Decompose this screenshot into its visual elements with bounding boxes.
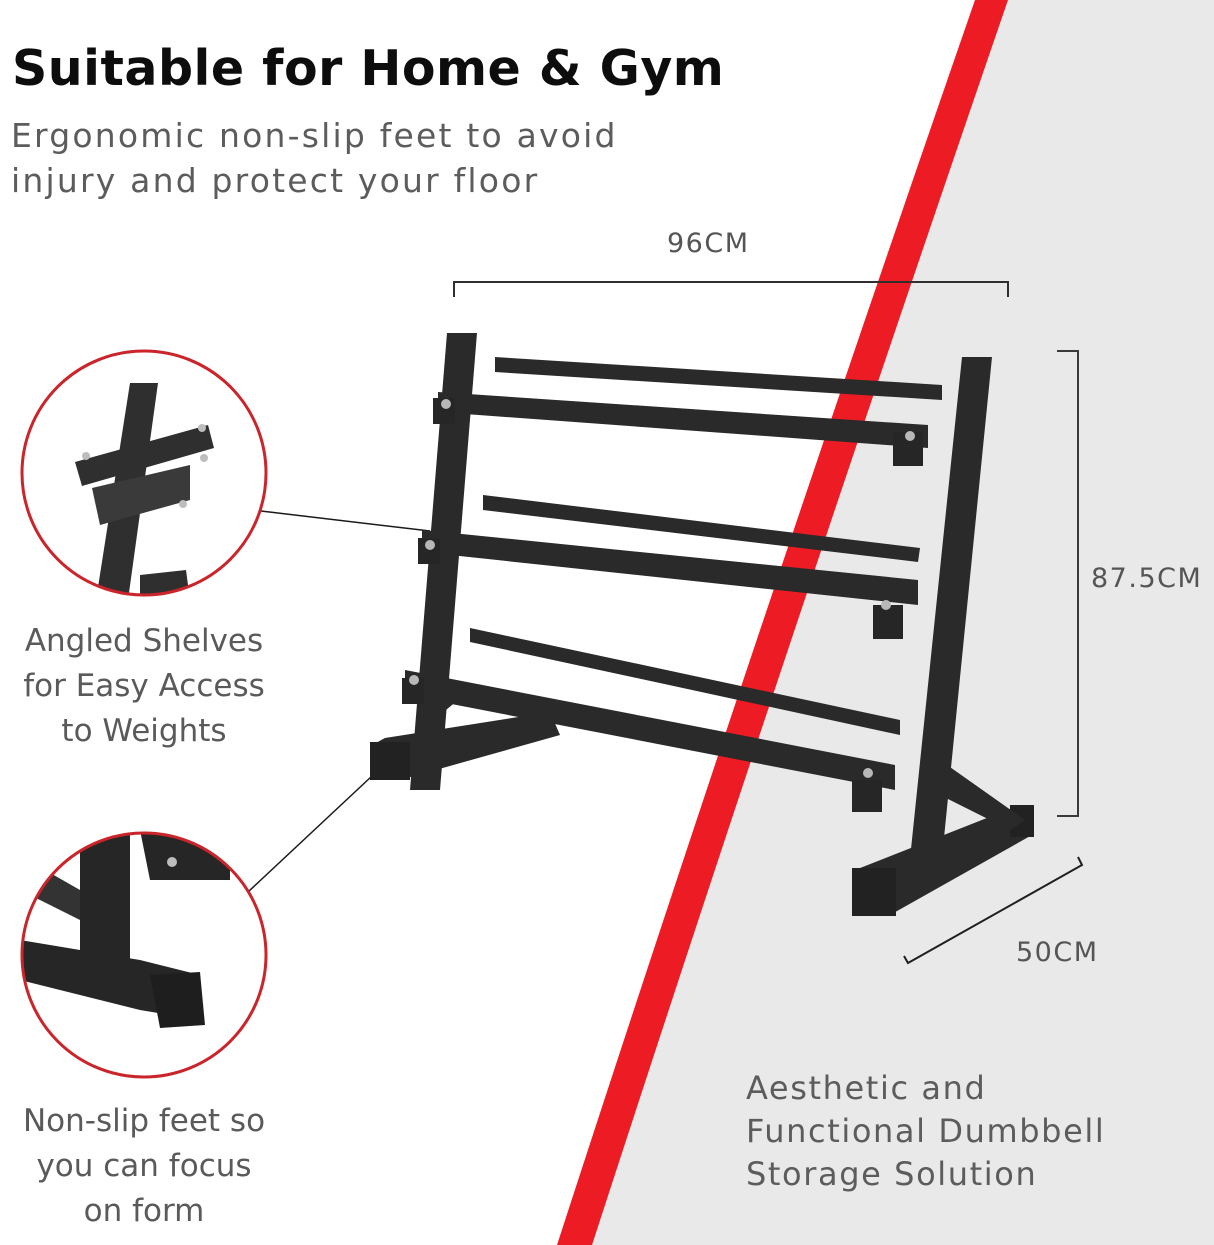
depth-dimension-bracket [903, 856, 1084, 965]
callout-line: on form [83, 1193, 205, 1229]
subtitle-line: injury and protect your floor [11, 161, 540, 200]
width-dimension-bracket [453, 281, 1009, 297]
three-tier-dumbbell-rack-icon [370, 333, 1034, 916]
shelf-bracket-closeup-icon [20, 349, 268, 597]
callout-line: you can focus [36, 1148, 252, 1184]
callout-line: for Easy Access [23, 668, 265, 704]
height-dimension-label: 87.5CM [1091, 563, 1203, 594]
non-slip-foot-closeup-icon [20, 831, 268, 1079]
tagline-line: Functional Dumbbell [746, 1112, 1106, 1150]
tagline-line: Aesthetic and [746, 1069, 987, 1107]
width-dimension-label: 96CM [667, 228, 750, 259]
callout-line: Non-slip feet so [22, 1103, 266, 1139]
product-tagline: Aesthetic and Functional Dumbbell Storag… [746, 1067, 1105, 1196]
callout-angled-shelves: Angled Shelves for Easy Access to Weight… [0, 619, 288, 754]
red-diagonal-stripe [557, 0, 1008, 1245]
callout-connector-foot [247, 775, 373, 893]
subtitle: Ergonomic non-slip feet to avoid injury … [11, 113, 618, 203]
callout-line: Angled Shelves [24, 623, 264, 659]
callout-connector-shelf [260, 510, 431, 532]
tagline-line: Storage Solution [746, 1155, 1038, 1193]
height-dimension-bracket [1057, 350, 1079, 817]
depth-dimension-label: 50CM [1016, 937, 1099, 968]
page-title: Suitable for Home & Gym [12, 40, 725, 97]
subtitle-line: Ergonomic non-slip feet to avoid [11, 116, 618, 155]
callout-non-slip-feet: Non-slip feet so you can focus on form [0, 1099, 288, 1234]
callout-line: to Weights [61, 713, 227, 749]
